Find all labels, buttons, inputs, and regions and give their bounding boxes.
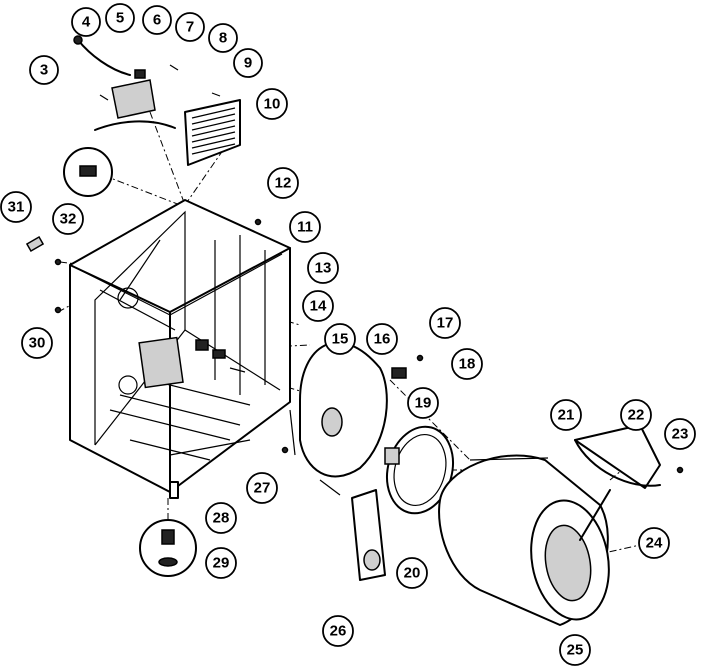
dryer-drum <box>438 454 611 626</box>
callout-7: 7 <box>175 12 205 42</box>
svg-text:23: 23 <box>672 426 689 443</box>
svg-text:19: 19 <box>415 395 432 412</box>
idler-parts <box>391 354 424 379</box>
svg-text:21: 21 <box>558 407 575 424</box>
svg-text:15: 15 <box>332 331 349 348</box>
callout-25: 25 <box>559 634 591 666</box>
svg-text:25: 25 <box>567 642 584 659</box>
bracket-parts <box>195 339 246 373</box>
callout-27: 27 <box>246 472 278 504</box>
svg-text:22: 22 <box>628 407 645 424</box>
svg-text:11: 11 <box>297 219 313 236</box>
svg-text:3: 3 <box>40 62 48 79</box>
callout-8: 8 <box>208 23 238 53</box>
callout-19: 19 <box>407 387 439 419</box>
callout-5: 5 <box>105 3 135 33</box>
callout-6: 6 <box>142 5 172 35</box>
lint-duct <box>351 489 386 581</box>
left-hardware <box>25 218 289 454</box>
callout-16: 16 <box>366 323 398 355</box>
svg-text:18: 18 <box>459 356 476 373</box>
svg-text:10: 10 <box>264 96 281 113</box>
callout-29: 29 <box>205 547 237 579</box>
front-bulkhead <box>289 341 388 496</box>
callout-23: 23 <box>664 418 696 450</box>
callout-15: 15 <box>324 323 356 355</box>
callout-3: 3 <box>29 55 59 85</box>
callout-26: 26 <box>322 615 354 647</box>
callout-30: 30 <box>21 327 53 359</box>
callout-32: 32 <box>52 203 84 235</box>
callout-11: 11 <box>289 211 321 243</box>
svg-text:32: 32 <box>60 211 77 228</box>
svg-text:24: 24 <box>646 535 663 552</box>
svg-text:9: 9 <box>244 55 252 72</box>
svg-text:29: 29 <box>213 555 230 572</box>
callout-4: 4 <box>71 7 101 37</box>
callout-10: 10 <box>256 88 288 120</box>
svg-text:6: 6 <box>153 12 161 29</box>
svg-text:14: 14 <box>310 298 327 315</box>
drum-seal-strip <box>574 424 684 489</box>
svg-text:16: 16 <box>374 331 391 348</box>
callout-9: 9 <box>233 48 263 78</box>
callout-12: 12 <box>267 167 299 199</box>
power-cord-and-block <box>73 35 179 131</box>
callout-13: 13 <box>307 252 339 284</box>
svg-text:30: 30 <box>29 335 46 352</box>
svg-text:28: 28 <box>213 510 230 527</box>
svg-text:8: 8 <box>219 30 227 47</box>
svg-text:13: 13 <box>315 260 332 277</box>
svg-text:5: 5 <box>116 10 124 27</box>
callout-18: 18 <box>451 348 483 380</box>
vent-grill <box>184 92 241 166</box>
callout-24: 24 <box>638 527 670 559</box>
svg-text:7: 7 <box>186 19 194 36</box>
front-seal <box>384 425 454 515</box>
dryer-cabinet <box>69 199 291 499</box>
callout-21: 21 <box>550 399 582 431</box>
callout-20: 20 <box>396 557 428 589</box>
detail-magnifier <box>63 147 113 197</box>
svg-text:12: 12 <box>275 175 292 192</box>
callout-31: 31 <box>0 191 32 223</box>
svg-text:27: 27 <box>254 480 271 497</box>
callout-14: 14 <box>302 290 334 322</box>
svg-text:31: 31 <box>8 199 25 216</box>
svg-text:4: 4 <box>82 14 91 31</box>
leveling-leg-detail <box>139 519 197 577</box>
callout-17: 17 <box>429 307 461 339</box>
svg-text:17: 17 <box>437 315 454 332</box>
callout-22: 22 <box>620 399 652 431</box>
svg-text:26: 26 <box>330 623 347 640</box>
svg-text:20: 20 <box>404 565 421 582</box>
callout-28: 28 <box>205 502 237 534</box>
